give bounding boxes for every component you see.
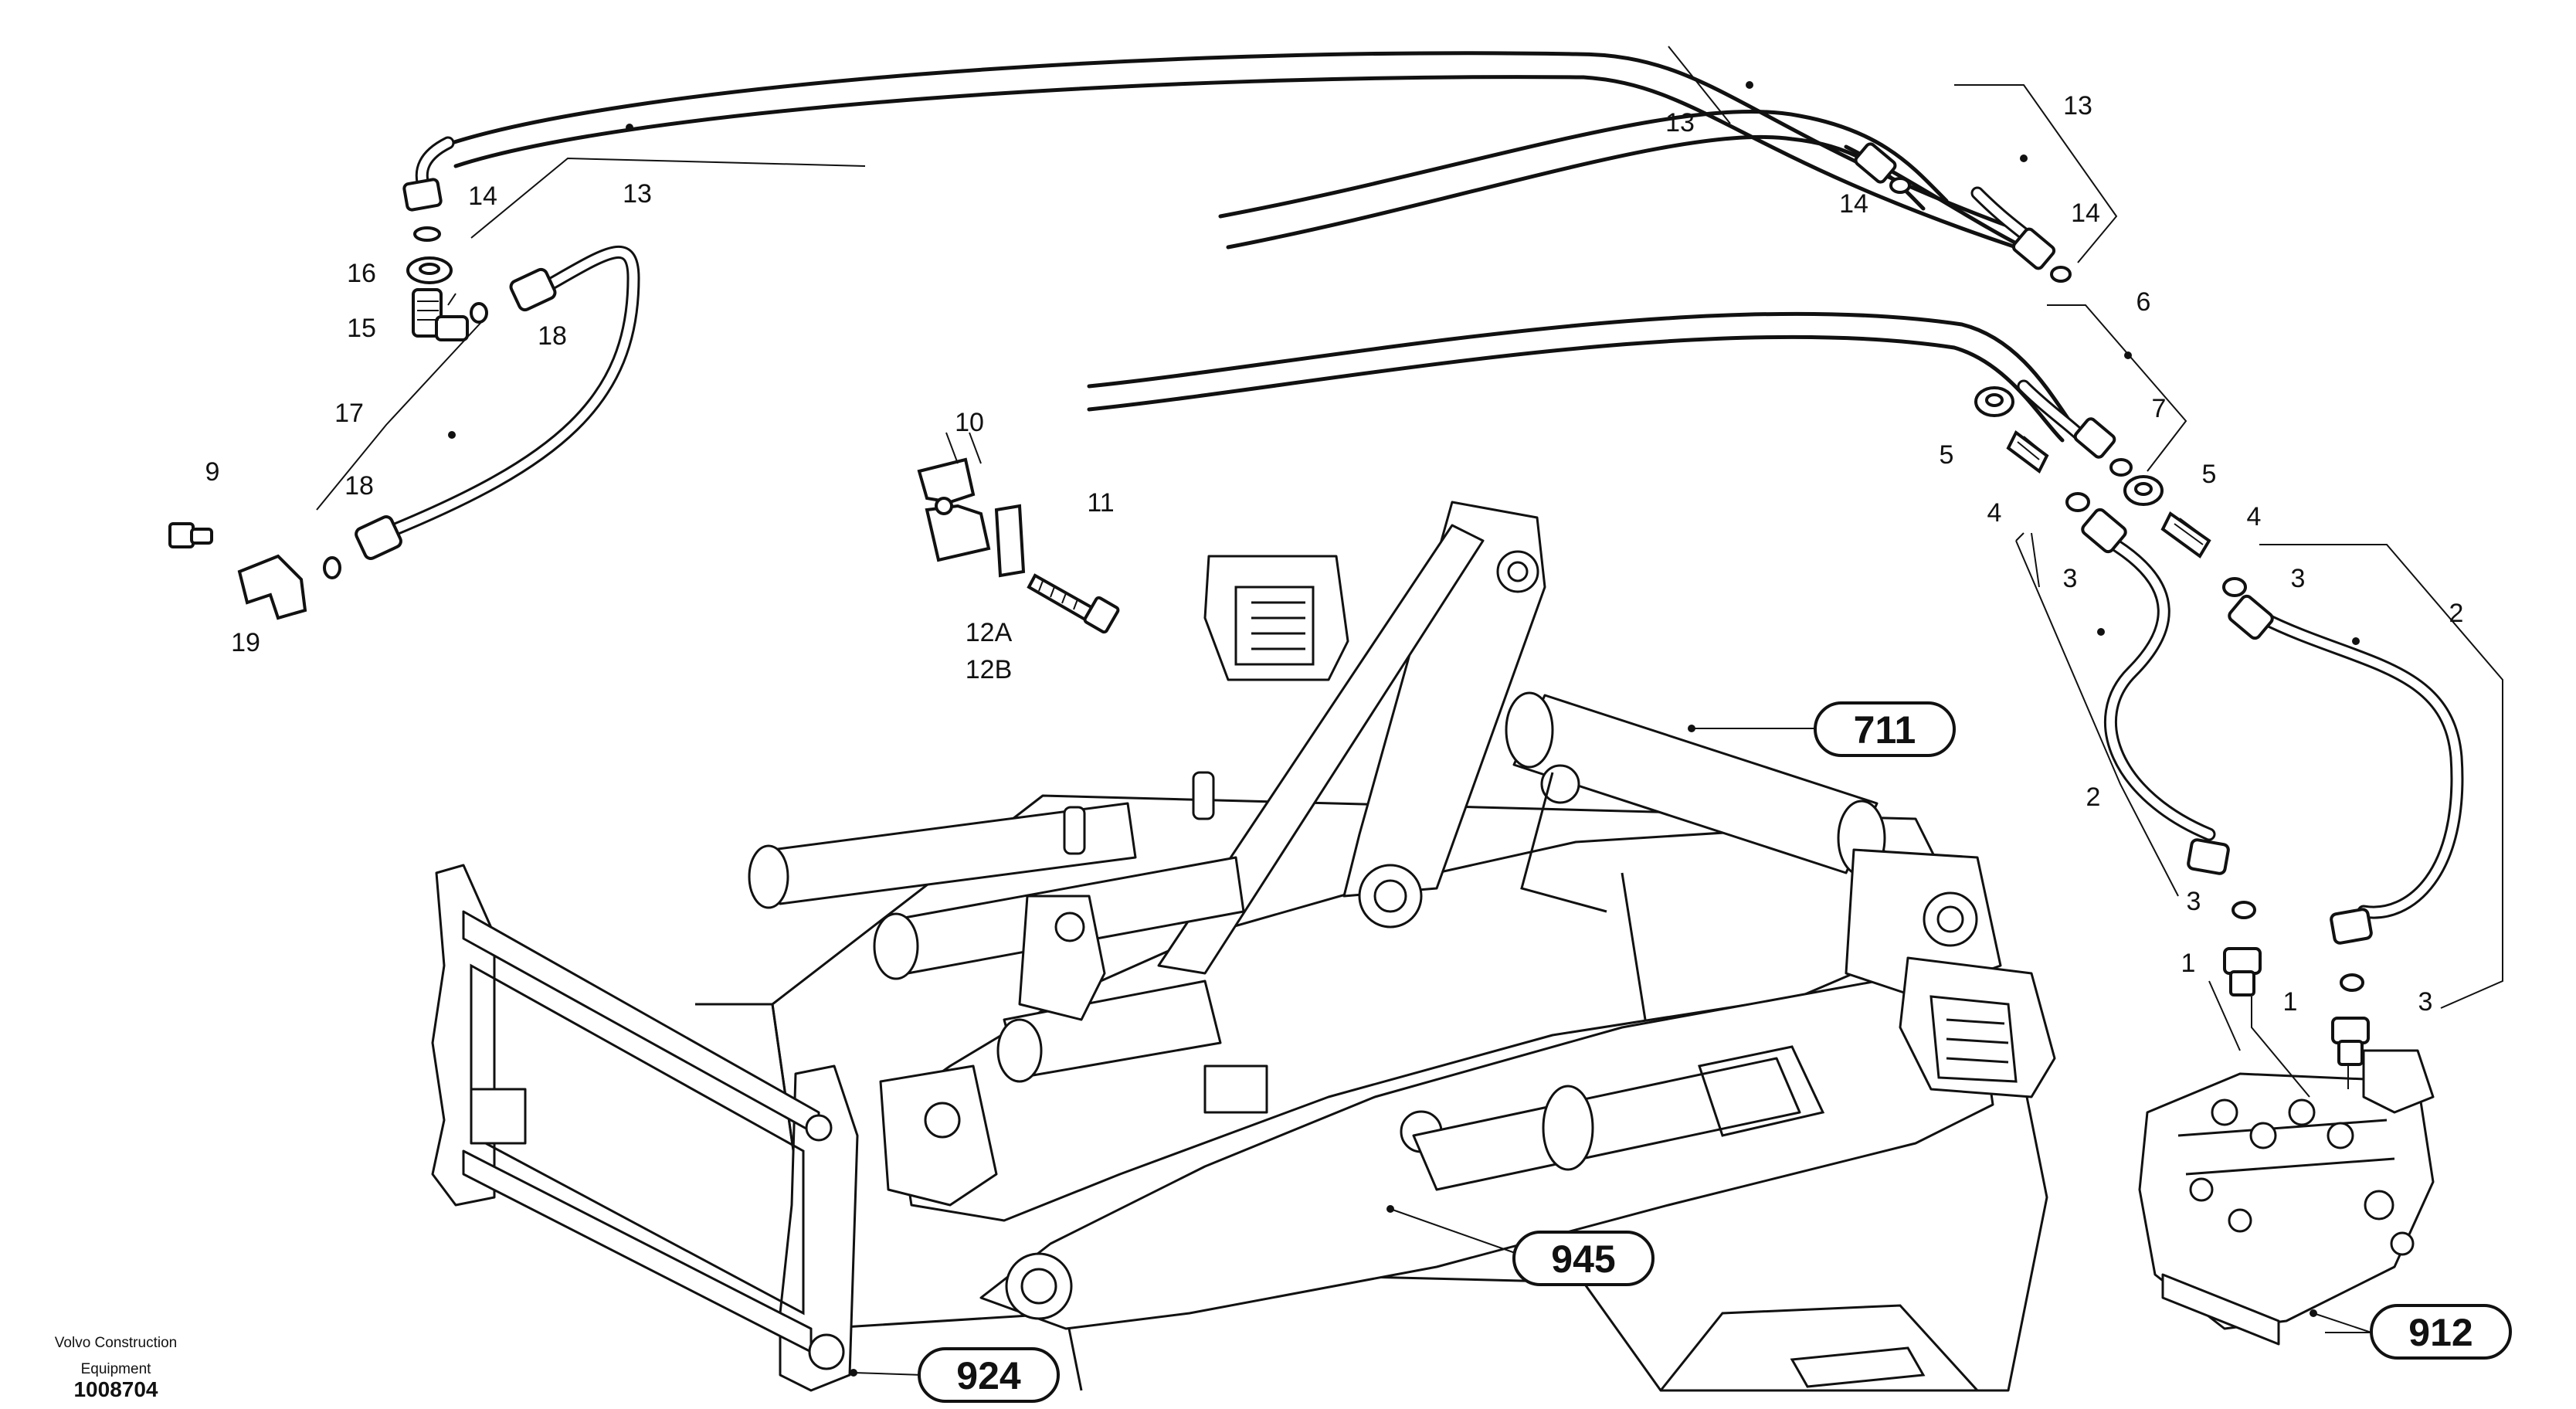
label-14: 14 — [2071, 199, 2100, 228]
label-5: 5 — [1940, 440, 1954, 470]
front-frame — [431, 864, 859, 1392]
part-labels: 13 13 13 14 14 14 16 15 18 18 17 9 19 10… — [205, 91, 2464, 1017]
leader-dots — [448, 81, 2360, 1377]
fittings — [168, 142, 2373, 1066]
svg-text:912: 912 — [2408, 1311, 2472, 1354]
label-15: 15 — [347, 314, 376, 343]
ref-945[interactable]: 945 — [1512, 1231, 1655, 1286]
label-18: 18 — [538, 321, 567, 351]
hose-2-left — [2102, 534, 2216, 841]
label-13: 13 — [2063, 91, 2092, 121]
control-valve — [2138, 1049, 2435, 1346]
label-13: 13 — [623, 179, 652, 209]
label-6: 6 — [2136, 287, 2151, 317]
work-light-right — [1899, 956, 2056, 1098]
label-2: 2 — [2086, 783, 2101, 812]
label-3: 3 — [2063, 564, 2078, 593]
loader-frame-assembly — [695, 501, 2048, 1392]
svg-text:924: 924 — [956, 1354, 1021, 1397]
label-5: 5 — [2202, 460, 2217, 489]
label-14: 14 — [468, 182, 497, 211]
footer-brand: Volvo Construction Equipment 1008704 — [55, 1335, 177, 1401]
hose-17 — [379, 245, 640, 540]
ref-924[interactable]: 924 — [918, 1347, 1060, 1403]
label-4: 4 — [2247, 502, 2262, 531]
svg-text:711: 711 — [1854, 708, 1916, 752]
label-1: 1 — [2283, 987, 2298, 1017]
label-14: 14 — [1839, 189, 1868, 219]
label-1: 1 — [2181, 949, 2196, 978]
label-3: 3 — [2187, 887, 2201, 916]
hose-2-right — [2256, 611, 2464, 919]
label-16: 16 — [347, 259, 376, 288]
ref-711[interactable]: 711 — [1814, 701, 1956, 757]
label-4: 4 — [1987, 498, 2002, 528]
pipe-13-upper — [438, 51, 2026, 250]
ref-912[interactable]: 912 — [2370, 1304, 2512, 1360]
label-12a: 12A — [966, 618, 1013, 647]
label-13: 13 — [1665, 108, 1695, 138]
label-11: 11 — [1087, 488, 1114, 518]
label-19: 19 — [231, 628, 260, 657]
label-3: 3 — [2418, 987, 2433, 1017]
label-12b: 12B — [966, 655, 1013, 684]
label-7: 7 — [2152, 394, 2167, 423]
svg-text:945: 945 — [1551, 1238, 1615, 1281]
label-10: 10 — [955, 408, 984, 437]
work-light-left — [1203, 555, 1349, 681]
leader-lines — [316, 46, 2503, 1376]
doc-number: 1008704 — [73, 1377, 158, 1401]
label-3: 3 — [2291, 564, 2306, 593]
brand-line-2: Equipment — [81, 1361, 152, 1377]
label-9: 9 — [205, 457, 220, 487]
label-18: 18 — [344, 471, 374, 501]
label-17: 17 — [334, 399, 364, 428]
label-2: 2 — [2449, 599, 2464, 628]
brand-line-1: Volvo Construction — [55, 1335, 177, 1351]
pipe-6 — [1087, 311, 2080, 443]
